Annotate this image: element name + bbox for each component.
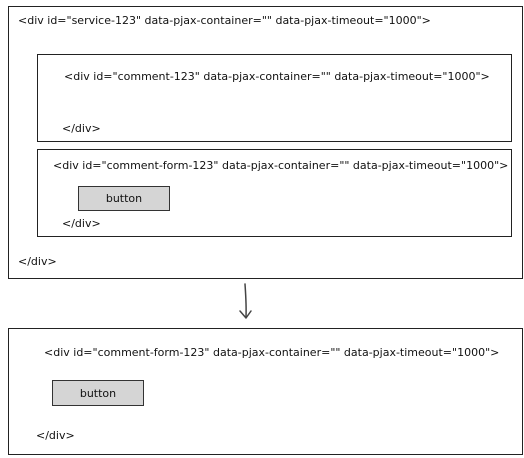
- comment-form-open-tag: <div id="comment-form-123" data-pjax-con…: [53, 159, 509, 172]
- result-comment-form-close-tag: </div>: [36, 429, 75, 442]
- comment-close-tag: </div>: [62, 122, 101, 135]
- result-comment-form-open-tag: <div id="comment-form-123" data-pjax-con…: [44, 346, 500, 359]
- service-open-tag: <div id="service-123" data-pjax-containe…: [18, 14, 431, 27]
- result-comment-form-button[interactable]: button: [52, 380, 144, 406]
- comment-open-tag: <div id="comment-123" data-pjax-containe…: [64, 70, 490, 83]
- comment-form-button[interactable]: button: [78, 186, 170, 211]
- service-close-tag: </div>: [18, 255, 57, 268]
- service-container-box: [8, 6, 523, 279]
- comment-form-close-tag: </div>: [62, 217, 101, 230]
- down-arrow-icon: [239, 283, 252, 319]
- comment-container-box: [37, 54, 512, 142]
